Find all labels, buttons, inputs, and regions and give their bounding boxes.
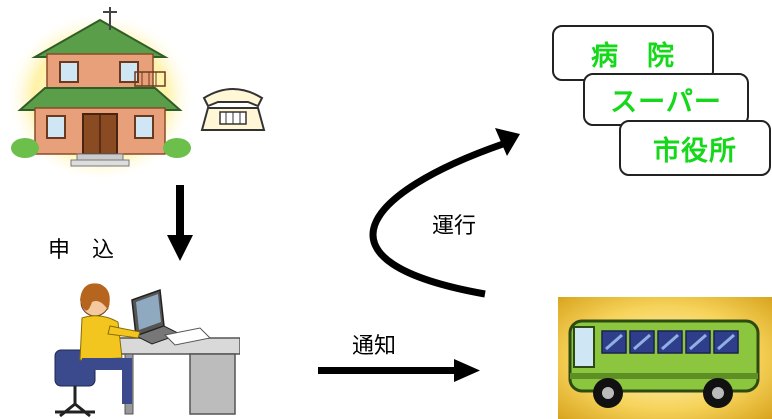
destination-supermarket: スーパー — [583, 73, 749, 126]
apply-label: 申 込 — [48, 238, 115, 263]
operate-label: 運行 — [432, 214, 477, 239]
bus-icon — [558, 297, 772, 419]
right-arrow — [318, 359, 480, 382]
destination-city-hall: 市役所 — [619, 120, 771, 176]
operator-icon — [54, 283, 240, 418]
telephone-icon — [200, 88, 266, 131]
route-curve-arrow — [369, 128, 520, 298]
house-icon — [5, 7, 195, 182]
destination-hospital: 病 院 — [552, 25, 714, 81]
notify-label: 通知 — [352, 334, 397, 359]
down-arrow — [167, 185, 193, 261]
